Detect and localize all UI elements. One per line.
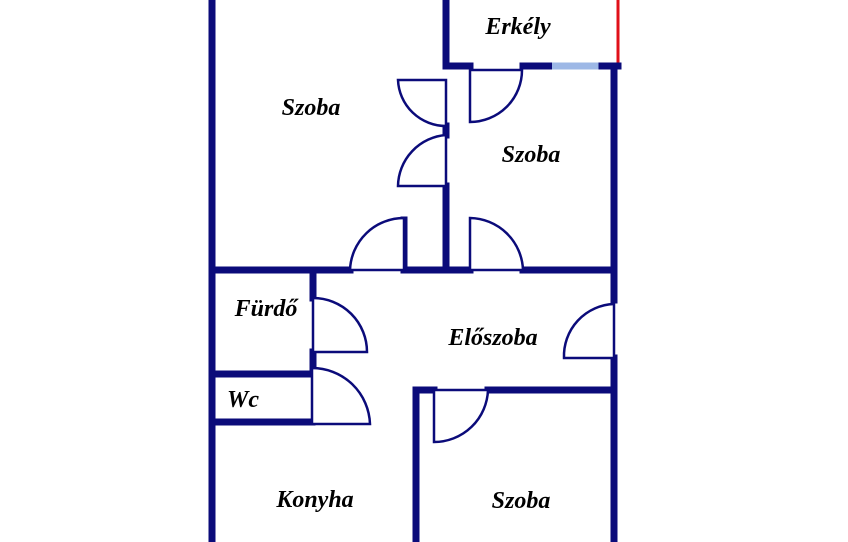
door-left-lower <box>396 133 448 188</box>
room-label-szoba-top-right: Szoba <box>502 142 561 168</box>
door-left-room <box>348 216 406 272</box>
door-bottom-room <box>432 388 490 444</box>
room-label-eloszoba: Előszoba <box>447 325 537 351</box>
doors <box>310 68 616 444</box>
door-entrance <box>562 302 616 360</box>
walls <box>208 0 618 542</box>
door-right-room <box>468 216 525 272</box>
room-label-szoba-top-left: Szoba <box>282 95 341 121</box>
room-label-wc: Wc <box>227 387 259 413</box>
room-label-furdo: Fürdő <box>234 296 300 322</box>
door-balcony <box>468 68 524 124</box>
door-bathroom <box>311 296 369 354</box>
door-left-upper <box>396 78 448 128</box>
door-wc <box>310 366 372 426</box>
room-label-erkely: Erkély <box>484 14 551 40</box>
room-label-konyha: Konyha <box>275 487 353 513</box>
room-label-szoba-bottom-right: Szoba <box>492 488 551 514</box>
